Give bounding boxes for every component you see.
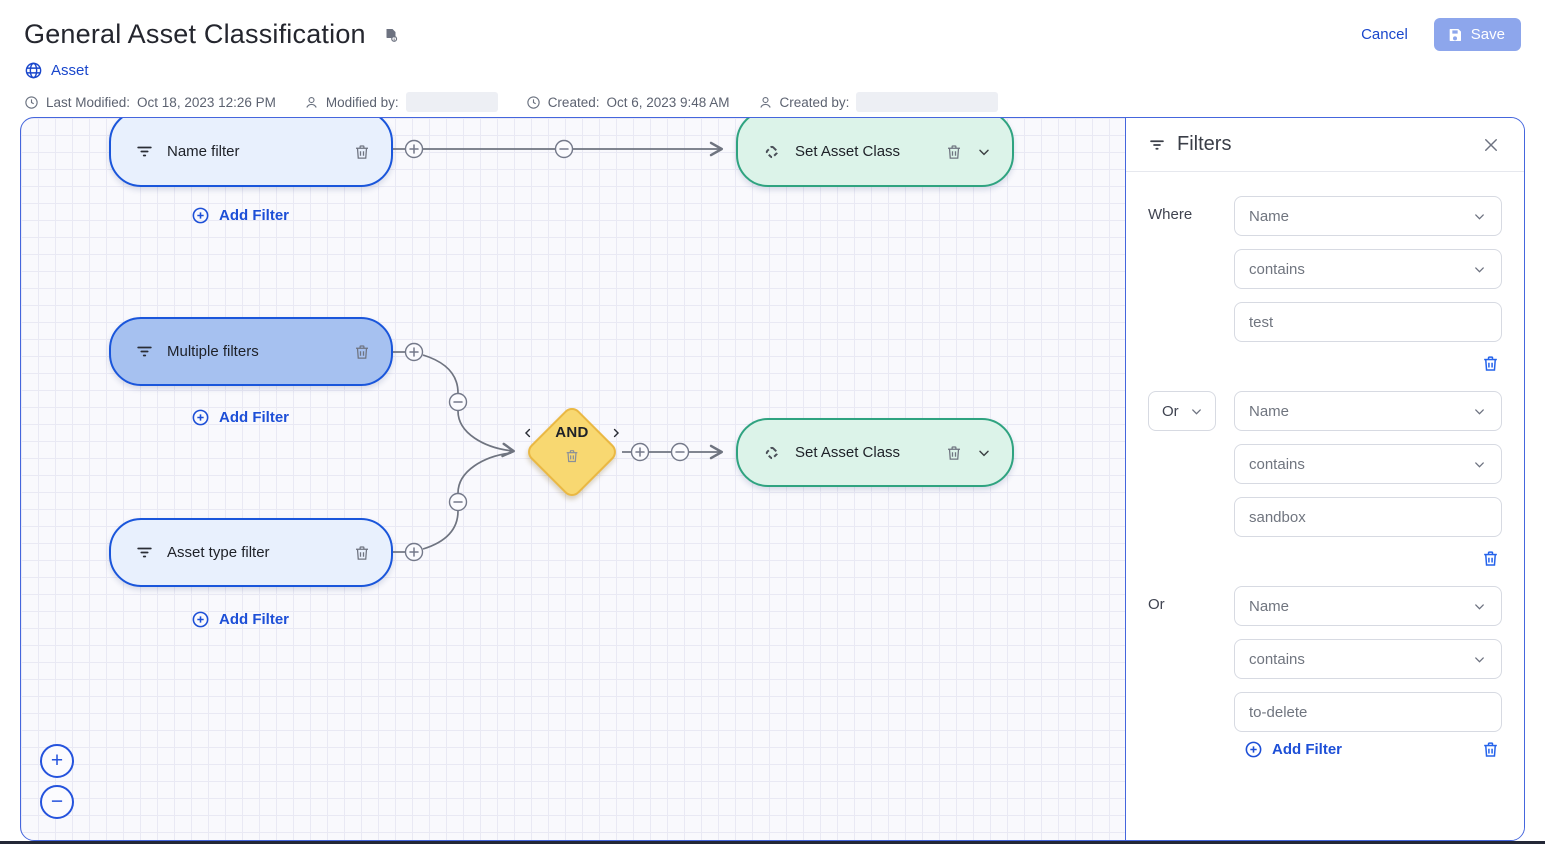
asset-entity-link[interactable]: Asset — [24, 61, 89, 80]
redacted-user-name — [856, 92, 999, 112]
action-diamond-icon — [762, 142, 782, 162]
plus-circle-icon — [1244, 740, 1263, 759]
filter-icon — [135, 342, 154, 361]
zoom-controls: + − — [40, 744, 74, 819]
node-label: Set Asset Class — [795, 143, 901, 160]
zoom-out-button[interactable]: − — [40, 785, 74, 819]
page-header: General Asset Classification Cancel Save… — [0, 0, 1545, 117]
clock-icon — [24, 95, 39, 110]
field-select[interactable]: Name — [1234, 391, 1502, 431]
zoom-in-button[interactable]: + — [40, 744, 74, 778]
trash-icon[interactable] — [353, 343, 371, 361]
filter-icon — [135, 543, 154, 562]
page-title: General Asset Classification — [24, 19, 366, 49]
close-icon[interactable] — [1480, 134, 1502, 156]
node-asset-type-filter[interactable]: Asset type filter — [109, 518, 393, 587]
last-modified: Last Modified: Oct 18, 2023 12:26 PM — [24, 95, 276, 110]
chevron-right-icon[interactable] — [609, 426, 623, 440]
redacted-user-name — [405, 92, 498, 112]
edge-remove-connector-icon[interactable] — [554, 139, 574, 159]
metadata-row: Last Modified: Oct 18, 2023 12:26 PM Mod… — [24, 92, 999, 112]
operator-select[interactable]: contains — [1234, 639, 1502, 679]
save-button-label: Save — [1470, 26, 1505, 43]
delete-condition-icon[interactable] — [1481, 354, 1500, 373]
chevron-down-icon — [1472, 404, 1487, 419]
add-filter-button[interactable]: Add Filter — [191, 408, 289, 427]
value-input[interactable] — [1234, 497, 1502, 537]
operator-select[interactable]: contains — [1234, 444, 1502, 484]
plus-circle-icon — [191, 610, 210, 629]
connector-select[interactable]: Or — [1148, 391, 1216, 431]
filter-condition-row: Or Name contains — [1148, 391, 1502, 537]
filter-condition-row: Where Name contains — [1148, 196, 1502, 342]
delete-condition-icon[interactable] — [1481, 549, 1500, 568]
person-icon — [304, 95, 319, 110]
condition-connector-label: Or — [1148, 596, 1165, 613]
node-label: Multiple filters — [167, 343, 259, 360]
save-button[interactable]: Save — [1433, 18, 1521, 51]
node-name-filter[interactable]: Name filter — [109, 118, 393, 187]
asset-entity-label: Asset — [51, 62, 89, 79]
delete-condition-icon[interactable] — [1481, 740, 1500, 759]
edge-add-connector-icon[interactable] — [404, 542, 424, 562]
chevron-left-icon[interactable] — [521, 426, 535, 440]
created: Created: Oct 6, 2023 9:48 AM — [526, 95, 730, 110]
plus-circle-icon — [191, 408, 210, 427]
chevron-down-icon — [1472, 652, 1487, 667]
chevron-down-icon — [1189, 404, 1204, 419]
edge-add-connector-icon[interactable] — [404, 139, 424, 159]
operator-select[interactable]: contains — [1234, 249, 1502, 289]
chevron-down-icon — [1472, 262, 1487, 277]
globe-icon — [24, 61, 43, 80]
trash-icon[interactable] — [353, 143, 371, 161]
clock-icon — [526, 95, 541, 110]
add-filter-button[interactable]: Add Filter — [1244, 740, 1342, 759]
cancel-button[interactable]: Cancel — [1361, 26, 1408, 43]
chevron-down-icon[interactable] — [976, 445, 992, 461]
trash-icon[interactable] — [564, 448, 580, 464]
filter-icon — [135, 142, 154, 161]
node-set-asset-class-2[interactable]: Set Asset Class — [736, 418, 1014, 487]
window-bottom-edge — [0, 841, 1545, 844]
modified-by: Modified by: — [304, 92, 498, 112]
node-label: Name filter — [167, 143, 240, 160]
person-icon — [758, 95, 773, 110]
value-input[interactable] — [1234, 692, 1502, 732]
edge-remove-connector-icon[interactable] — [448, 392, 468, 412]
trash-icon[interactable] — [945, 143, 963, 161]
value-input[interactable] — [1234, 302, 1502, 342]
file-info-icon[interactable] — [382, 26, 400, 44]
flow-canvas[interactable]: Name filter Add Filter Set Asset Class M… — [20, 117, 1525, 841]
filter-condition-row: Or Name contains — [1148, 586, 1502, 732]
and-label: AND — [555, 424, 589, 441]
save-icon — [1447, 27, 1463, 43]
node-label: Set Asset Class — [795, 444, 901, 461]
filters-panel: Filters Where Name contains — [1125, 118, 1524, 840]
node-and-gate[interactable]: AND — [523, 403, 621, 501]
node-label: Asset type filter — [167, 544, 270, 561]
field-select[interactable]: Name — [1234, 586, 1502, 626]
edge-add-connector-icon[interactable] — [630, 442, 650, 462]
filters-panel-title: Filters — [1177, 133, 1232, 155]
trash-icon[interactable] — [353, 544, 371, 562]
add-filter-button[interactable]: Add Filter — [191, 610, 289, 629]
edge-add-connector-icon[interactable] — [404, 342, 424, 362]
action-diamond-icon — [762, 443, 782, 463]
filters-panel-header: Filters — [1126, 118, 1524, 172]
edge-remove-connector-icon[interactable] — [670, 442, 690, 462]
node-multiple-filters[interactable]: Multiple filters — [109, 317, 393, 386]
chevron-down-icon — [1472, 209, 1487, 224]
plus-circle-icon — [191, 206, 210, 225]
filter-icon — [1148, 136, 1166, 154]
field-select[interactable]: Name — [1234, 196, 1502, 236]
trash-icon[interactable] — [945, 444, 963, 462]
created-by: Created by: — [758, 92, 999, 112]
add-filter-button[interactable]: Add Filter — [191, 206, 289, 225]
node-set-asset-class-1[interactable]: Set Asset Class — [736, 118, 1014, 187]
edge-remove-connector-icon[interactable] — [448, 492, 468, 512]
chevron-down-icon — [1472, 599, 1487, 614]
chevron-down-icon[interactable] — [976, 144, 992, 160]
chevron-down-icon — [1472, 457, 1487, 472]
condition-connector-label: Where — [1148, 206, 1193, 223]
